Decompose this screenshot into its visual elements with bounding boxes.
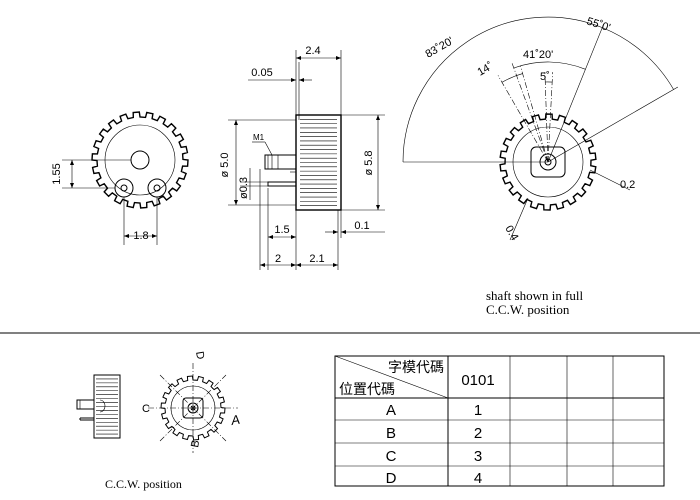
front-view-top-hole [130, 150, 150, 170]
note-shaft-shown: shaft shown in full [486, 288, 584, 303]
arc-83-20 [402, 16, 603, 163]
dimension-dia-5-0: ø 5.0 [219, 152, 231, 177]
position-code-table: 字模代碼 位置代碼 0101 A 1 B 2 C 3 D 4 [334, 355, 665, 487]
dimension-5: 5˚ [540, 71, 550, 83]
table-row-code: 3 [474, 448, 482, 465]
table-row-position: B [386, 425, 396, 442]
dimension-55-0: 55˚0' [585, 15, 612, 34]
shaft-slot [530, 146, 566, 178]
side-view: 2.4 0.05 M1 ø 5.0 ø0.3 ø 5.8 [219, 45, 385, 270]
rotation-view: 0.2 0.4 83˚20' 55˚0' 41˚20' 14˚ 5˚ [402, 15, 679, 243]
dimension-1-5: 1.5 [274, 224, 289, 236]
table-row-position: D [386, 470, 397, 487]
front-view-left-hole [114, 178, 134, 198]
small-front-view: A B C D [142, 350, 241, 453]
dimension-14: 14˚ [476, 60, 496, 78]
arc-41-20 [513, 61, 586, 70]
table-row-code: 2 [474, 425, 482, 442]
table-row-code: 4 [474, 470, 482, 487]
table-header-top: 字模代碼 [388, 359, 444, 375]
dimension-0-2: 0.2 [620, 179, 635, 191]
dimension-1-55: 1.55 [51, 163, 63, 184]
dimension-41-20: 41˚20' [523, 49, 553, 61]
position-label-c: C [142, 403, 150, 415]
table-code-0101: 0101 [461, 372, 494, 389]
side-view-pin [267, 181, 297, 187]
dimension-83-20: 83˚20' [424, 35, 456, 61]
table-row-position: A [386, 402, 396, 419]
position-label-d: D [193, 350, 206, 360]
table-header-bottom: 位置代碼 [339, 381, 395, 397]
side-view-shaft-m1 [264, 154, 297, 170]
label-m1: M1 [253, 133, 265, 142]
rotation-view-gear-outline [499, 113, 597, 211]
table-row-position: C [386, 448, 397, 465]
front-view-right-pin [153, 184, 161, 192]
table-row-code: 1 [474, 402, 482, 419]
dimension-2-4: 2.4 [305, 45, 320, 57]
side-view-knurl-lines [300, 119, 337, 206]
position-label-b: B [189, 439, 202, 448]
shaft-circle [539, 153, 557, 171]
arc-14 [501, 73, 523, 83]
dimension-2-1: 2.1 [309, 253, 324, 265]
note-ccw-position: C.C.W. position [486, 302, 570, 317]
dimension-dia-5-8: ø 5.8 [363, 150, 375, 175]
position-label-a: A [229, 412, 241, 428]
small-side-view [76, 374, 121, 439]
front-view: 1.55 1.8 [51, 111, 189, 245]
dimension-0-05: 0.05 [251, 67, 272, 79]
front-view-right-hole [147, 178, 167, 198]
angle-rays [403, 24, 679, 163]
arc-55-0 [602, 27, 674, 90]
dimension-0-4: 0.4 [502, 224, 520, 243]
note-ccw-position-small: C.C.W. position [105, 477, 182, 491]
dimension-2: 2 [275, 253, 281, 265]
dimension-1-8: 1.8 [133, 230, 148, 242]
front-view-left-pin [120, 184, 128, 192]
dimension-dia-0-3: ø0.3 [238, 177, 250, 199]
dimension-0-1: 0.1 [354, 220, 369, 232]
